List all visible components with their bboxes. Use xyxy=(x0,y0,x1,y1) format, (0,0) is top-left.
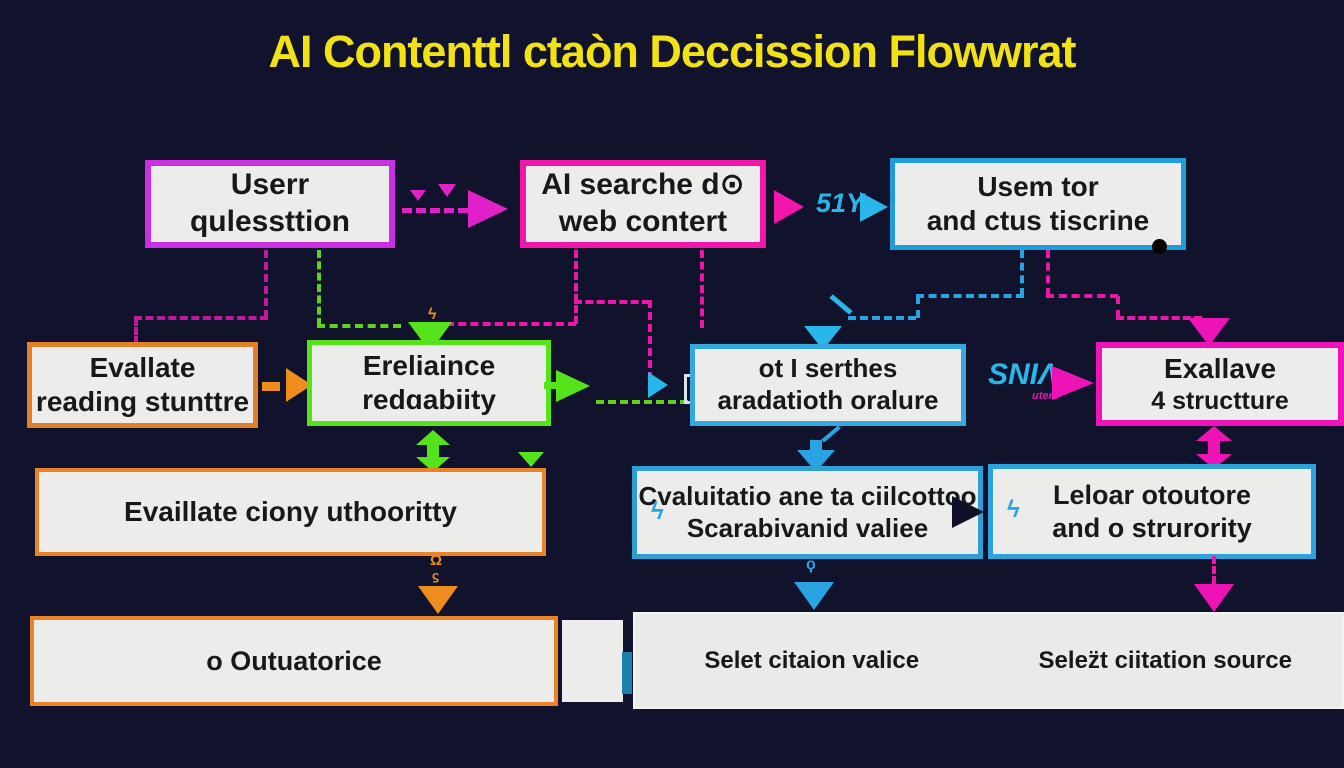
box-text: ot I serthes xyxy=(758,353,898,384)
connector-blue-line xyxy=(916,296,920,318)
connector-pink-line xyxy=(446,322,576,326)
box-text: Ereliaince xyxy=(362,349,496,381)
dot-artifact xyxy=(1152,239,1167,254)
box-serthes: ot I serthes aradatioth oralure xyxy=(690,344,966,426)
box-text: 4 structture xyxy=(1151,386,1289,415)
koppa-glyph-icon: ϙ xyxy=(806,556,816,573)
connector-magenta-line xyxy=(1046,294,1118,298)
box-text: Selez̈t ciitation source xyxy=(1038,646,1292,674)
arrow-down-icon xyxy=(1188,318,1230,346)
arrow-right-icon xyxy=(648,372,668,398)
connector-pink-line xyxy=(700,250,704,328)
box-text: Selet citaion valice xyxy=(704,646,920,674)
box-select-citation: Selet citaion valice Selez̈t ciitation s… xyxy=(633,612,1344,709)
box-text: Evaillate ciony uthooritty xyxy=(124,495,457,527)
arrow-down-icon xyxy=(518,452,544,467)
box-reliance-readability: Ereliaince redɑabiity xyxy=(307,340,551,426)
connector-magenta-line xyxy=(1116,316,1202,320)
connector-magenta-line xyxy=(1116,296,1120,318)
squiggle-icon: ϟ xyxy=(651,498,664,525)
box-text: AI searche d⊙ xyxy=(541,168,745,202)
stigma-glyph-icon: ϛ xyxy=(432,568,440,583)
box-text: Scarabivanid valiee xyxy=(686,512,929,543)
box-text: redɑabiity xyxy=(362,384,496,415)
spark-icon: ϟ xyxy=(428,306,437,323)
arrow-shaft xyxy=(402,208,468,213)
arrow-right-icon xyxy=(774,190,804,224)
arrow-right-icon xyxy=(1052,366,1094,400)
page-title: AI Contenttl ctaòn Deccission Flowwrat xyxy=(268,26,1076,77)
box-text: Exallave xyxy=(1163,352,1277,384)
squiggle-icon: ϟ xyxy=(1007,496,1020,523)
box-text: Cvaluitatio ane ta ciilcottoo xyxy=(638,480,977,511)
arrow-flag xyxy=(821,425,841,443)
connector-blue-line xyxy=(848,316,916,320)
arrow-right-icon xyxy=(952,496,984,528)
box-text: Userr xyxy=(230,168,310,202)
box-outuatorice-extension xyxy=(562,620,623,702)
arrow-shaft xyxy=(810,440,822,452)
arrow-shaft xyxy=(544,382,558,389)
double-arrow-icon xyxy=(1196,426,1232,469)
box-user-question: Userr qulessttion xyxy=(145,160,395,248)
box-evaluate-authority: Evaillate ciony uthooritty xyxy=(35,468,546,556)
connector-magenta-line xyxy=(134,316,268,320)
box-text: and o strurority xyxy=(1052,512,1252,543)
connector-blue-line xyxy=(916,294,1024,298)
connector-green-line xyxy=(317,250,321,326)
blue-bar-artifact xyxy=(622,652,632,694)
box-text: o Outuatorice xyxy=(206,645,382,676)
box-text: Evallate xyxy=(89,351,196,383)
box-outuatorice: o Outuatorice xyxy=(30,616,558,706)
arrow-right-icon xyxy=(556,370,590,402)
box-evaluate-structure: Exallave 4 structture xyxy=(1096,342,1344,426)
arrow-down-icon xyxy=(418,586,458,614)
box-text: aradatioth oralure xyxy=(717,385,939,415)
double-arrow-icon xyxy=(416,430,450,472)
arrow-right-icon xyxy=(468,190,508,228)
box-text: qulessttion xyxy=(189,205,350,238)
arrow-down-icon xyxy=(794,582,834,610)
box-evaluate-reading: Evallate reading stunttre xyxy=(27,342,258,428)
scribble-mark-icon xyxy=(438,184,456,197)
scribble-mark-icon xyxy=(410,190,426,201)
arrow-flag xyxy=(829,294,853,315)
box-text: and ctus tiscrine xyxy=(926,205,1150,236)
connector-green-line xyxy=(317,324,401,328)
arrow-down-icon xyxy=(1194,584,1234,612)
omega-glyph-icon: Ω xyxy=(430,552,443,569)
connector-pink-line xyxy=(574,300,650,304)
box-usem-tor: Usem tor and ctus tiscrine xyxy=(890,158,1186,250)
arrow-right-icon xyxy=(860,192,888,222)
box-text: web contert xyxy=(558,205,728,238)
glyph-artifact: 51Y xyxy=(816,188,865,218)
connector-pink-line xyxy=(648,300,652,380)
connector-magenta-line xyxy=(264,250,268,318)
glyph-artifact: SNIΛ xyxy=(988,358,1059,391)
connector-pink-line xyxy=(574,250,578,324)
arrow-shaft xyxy=(262,382,280,391)
box-text: reading stunttre xyxy=(35,386,250,417)
connector-magenta-line xyxy=(1046,250,1050,296)
box-explore-structure: ϟ Leloar otoutore and o strurority xyxy=(988,464,1316,559)
box-text: Usem tor xyxy=(977,170,1099,202)
connector-blue-line xyxy=(1020,250,1024,296)
connector-green-line xyxy=(596,400,688,404)
connector-magenta-line xyxy=(1212,556,1216,584)
box-text: Leloar otoutore xyxy=(1052,479,1251,510)
box-ai-search: AI searche d⊙ web contert xyxy=(520,160,766,248)
connector-magenta-line xyxy=(134,318,138,344)
box-evaluation-value: ϟ Cvaluitatio ane ta ciilcottoo Scarabiv… xyxy=(632,466,983,559)
